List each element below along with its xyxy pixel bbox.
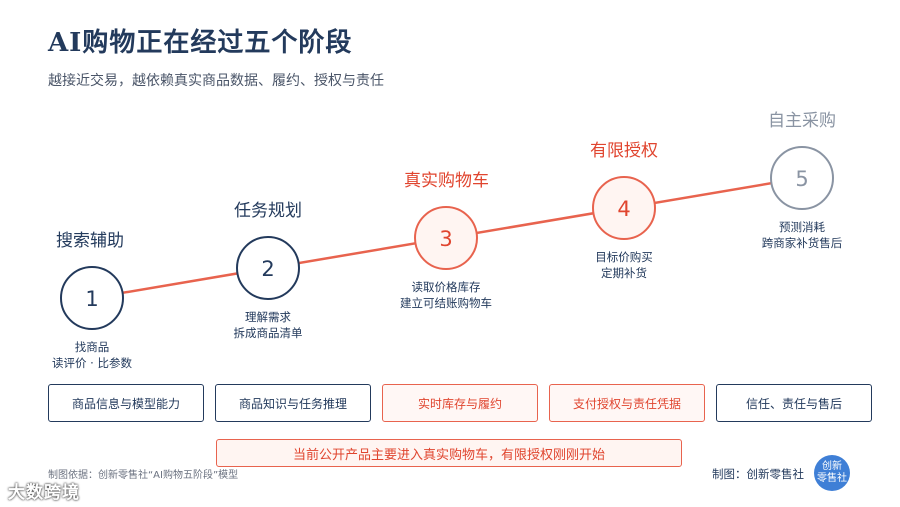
brand-logo-line2: 零售社 [817, 473, 847, 484]
stage-label-5: 自主采购 [768, 111, 836, 131]
capability-box-5: 信任、责任与售后 [716, 384, 872, 422]
stage-desc-2: 理解需求 拆成商品清单 [208, 309, 328, 341]
stage-number-5: 5 [795, 167, 808, 191]
capability-box-3: 实时库存与履约 [382, 384, 538, 422]
stage-desc-3-line1: 读取价格库存 [411, 280, 481, 294]
stage-desc-2-line2: 拆成商品清单 [233, 326, 303, 340]
brand-logo: 创新 零售社 [814, 455, 850, 491]
stage-number-2: 2 [261, 257, 274, 281]
stage-desc-5: 预测消耗 跨商家补货售后 [742, 219, 862, 251]
stage-node-3: 3 [414, 206, 478, 270]
stage-number-4: 4 [617, 197, 630, 221]
stage-label-4: 有限授权 [590, 141, 658, 161]
stage-desc-4: 目标价购买 定期补货 [564, 249, 684, 281]
stage-number-3: 3 [439, 227, 452, 251]
source-note: 制图依据：创新零售社“AI购物五阶段”模型 [48, 470, 239, 481]
stage-desc-1-line2: 读评价 · 比参数 [52, 356, 132, 370]
stage-desc-4-line2: 定期补货 [601, 266, 647, 280]
stage-desc-4-line1: 目标价购买 [595, 250, 653, 264]
maker-credit: 制图：创新零售社 [712, 467, 804, 481]
stage-label-3: 真实购物车 [404, 171, 489, 191]
stage-node-1: 1 [60, 266, 124, 330]
stage-desc-1-line1: 找商品 [74, 340, 110, 354]
page-title: AI购物正在经过五个阶段 [48, 28, 353, 58]
page-subtitle: 越接近交易，越依赖真实商品数据、履约、授权与责任 [48, 73, 384, 89]
stage-desc-1: 找商品 读评价 · 比参数 [32, 339, 152, 371]
stage-desc-5-line2: 跨商家补货售后 [761, 236, 843, 250]
stage-desc-5-line1: 预测消耗 [779, 220, 825, 234]
stage-node-2: 2 [236, 236, 300, 300]
stage-label-2: 任务规划 [234, 201, 302, 221]
stage-node-4: 4 [592, 176, 656, 240]
capability-box-4: 支付授权与责任凭据 [549, 384, 705, 422]
capability-box-2: 商品知识与任务推理 [215, 384, 371, 422]
stage-desc-2-line1: 理解需求 [245, 310, 291, 324]
capability-box-1: 商品信息与模型能力 [48, 384, 204, 422]
watermark: 大数跨境 [8, 483, 80, 503]
stage-label-1: 搜索辅助 [56, 231, 124, 251]
brand-logo-line1: 创新 [822, 461, 842, 472]
status-banner: 当前公开产品主要进入真实购物车，有限授权刚刚开始 [216, 439, 682, 467]
stage-desc-3-line2: 建立可结账购物车 [400, 296, 492, 310]
stage-number-1: 1 [85, 287, 98, 311]
stage-desc-3: 读取价格库存 建立可结账购物车 [386, 279, 506, 311]
stage-node-5: 5 [770, 146, 834, 210]
